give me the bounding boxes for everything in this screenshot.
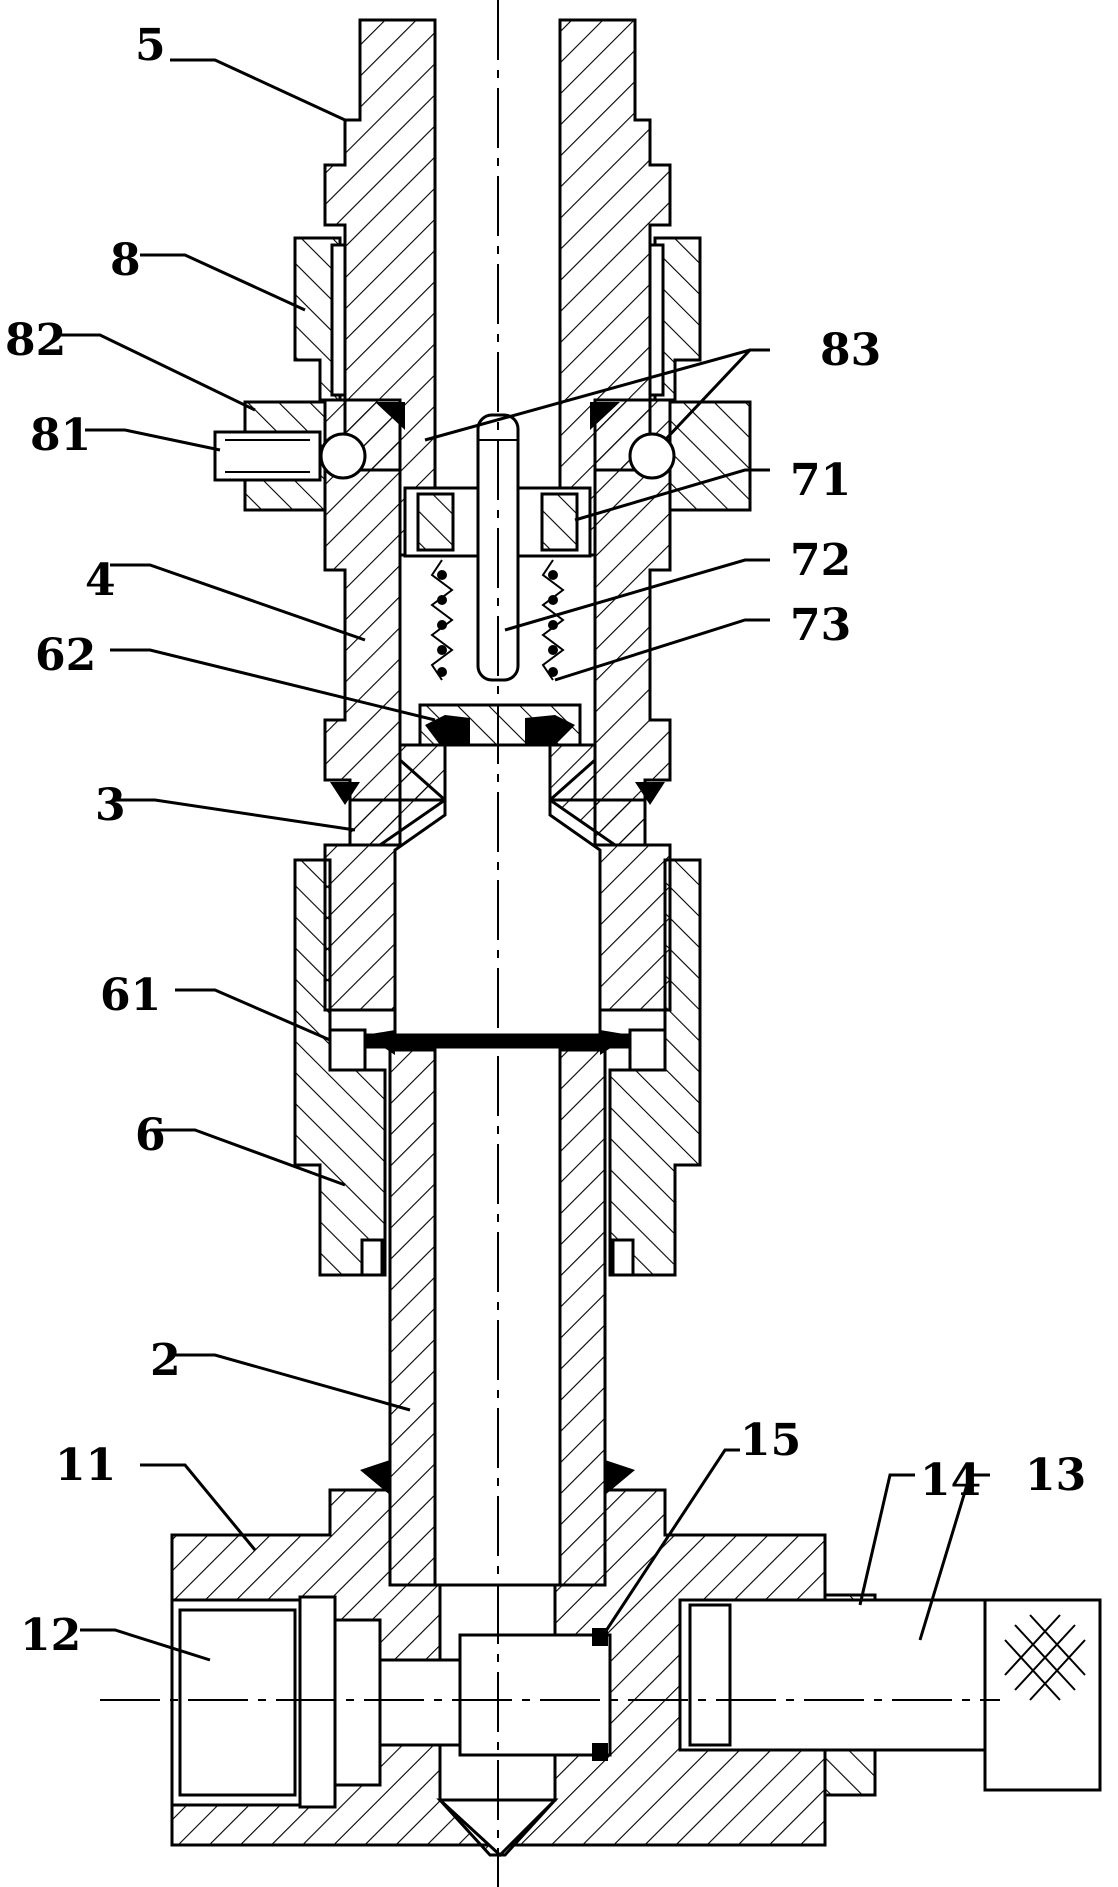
part-83-balls bbox=[319, 402, 676, 480]
part-73-springs bbox=[430, 559, 565, 681]
label-12: 12 bbox=[20, 1610, 81, 1661]
label-62: 62 bbox=[35, 630, 96, 681]
label-61: 61 bbox=[100, 970, 161, 1021]
part-81-set-screw bbox=[213, 430, 322, 482]
label-71: 71 bbox=[790, 455, 851, 506]
label-72: 72 bbox=[790, 535, 851, 586]
part-62-seal-plate bbox=[418, 703, 582, 747]
part-15-needle bbox=[458, 1628, 612, 1761]
label-8: 8 bbox=[110, 235, 141, 286]
label-13: 13 bbox=[1025, 1450, 1086, 1501]
part-61-seal-ring bbox=[363, 1030, 632, 1055]
part-2-stem-tube bbox=[360, 1048, 635, 1587]
label-6: 6 bbox=[135, 1110, 166, 1161]
label-2: 2 bbox=[150, 1335, 181, 1386]
part-12-plug bbox=[170, 1595, 462, 1809]
label-73: 73 bbox=[790, 600, 851, 651]
label-81: 81 bbox=[30, 410, 91, 461]
centre-lines bbox=[100, 0, 1000, 1887]
label-83: 83 bbox=[820, 325, 881, 376]
part-13-adjust-rod bbox=[678, 1598, 1102, 1792]
label-11: 11 bbox=[55, 1440, 116, 1491]
leader-lines bbox=[55, 58, 990, 1662]
part-6-lower-nut bbox=[293, 858, 702, 1277]
label-14: 14 bbox=[920, 1455, 981, 1506]
label-15: 15 bbox=[740, 1415, 801, 1466]
label-82: 82 bbox=[5, 315, 66, 366]
label-3: 3 bbox=[95, 780, 126, 831]
label-5: 5 bbox=[135, 20, 166, 71]
label-4: 4 bbox=[85, 555, 116, 606]
